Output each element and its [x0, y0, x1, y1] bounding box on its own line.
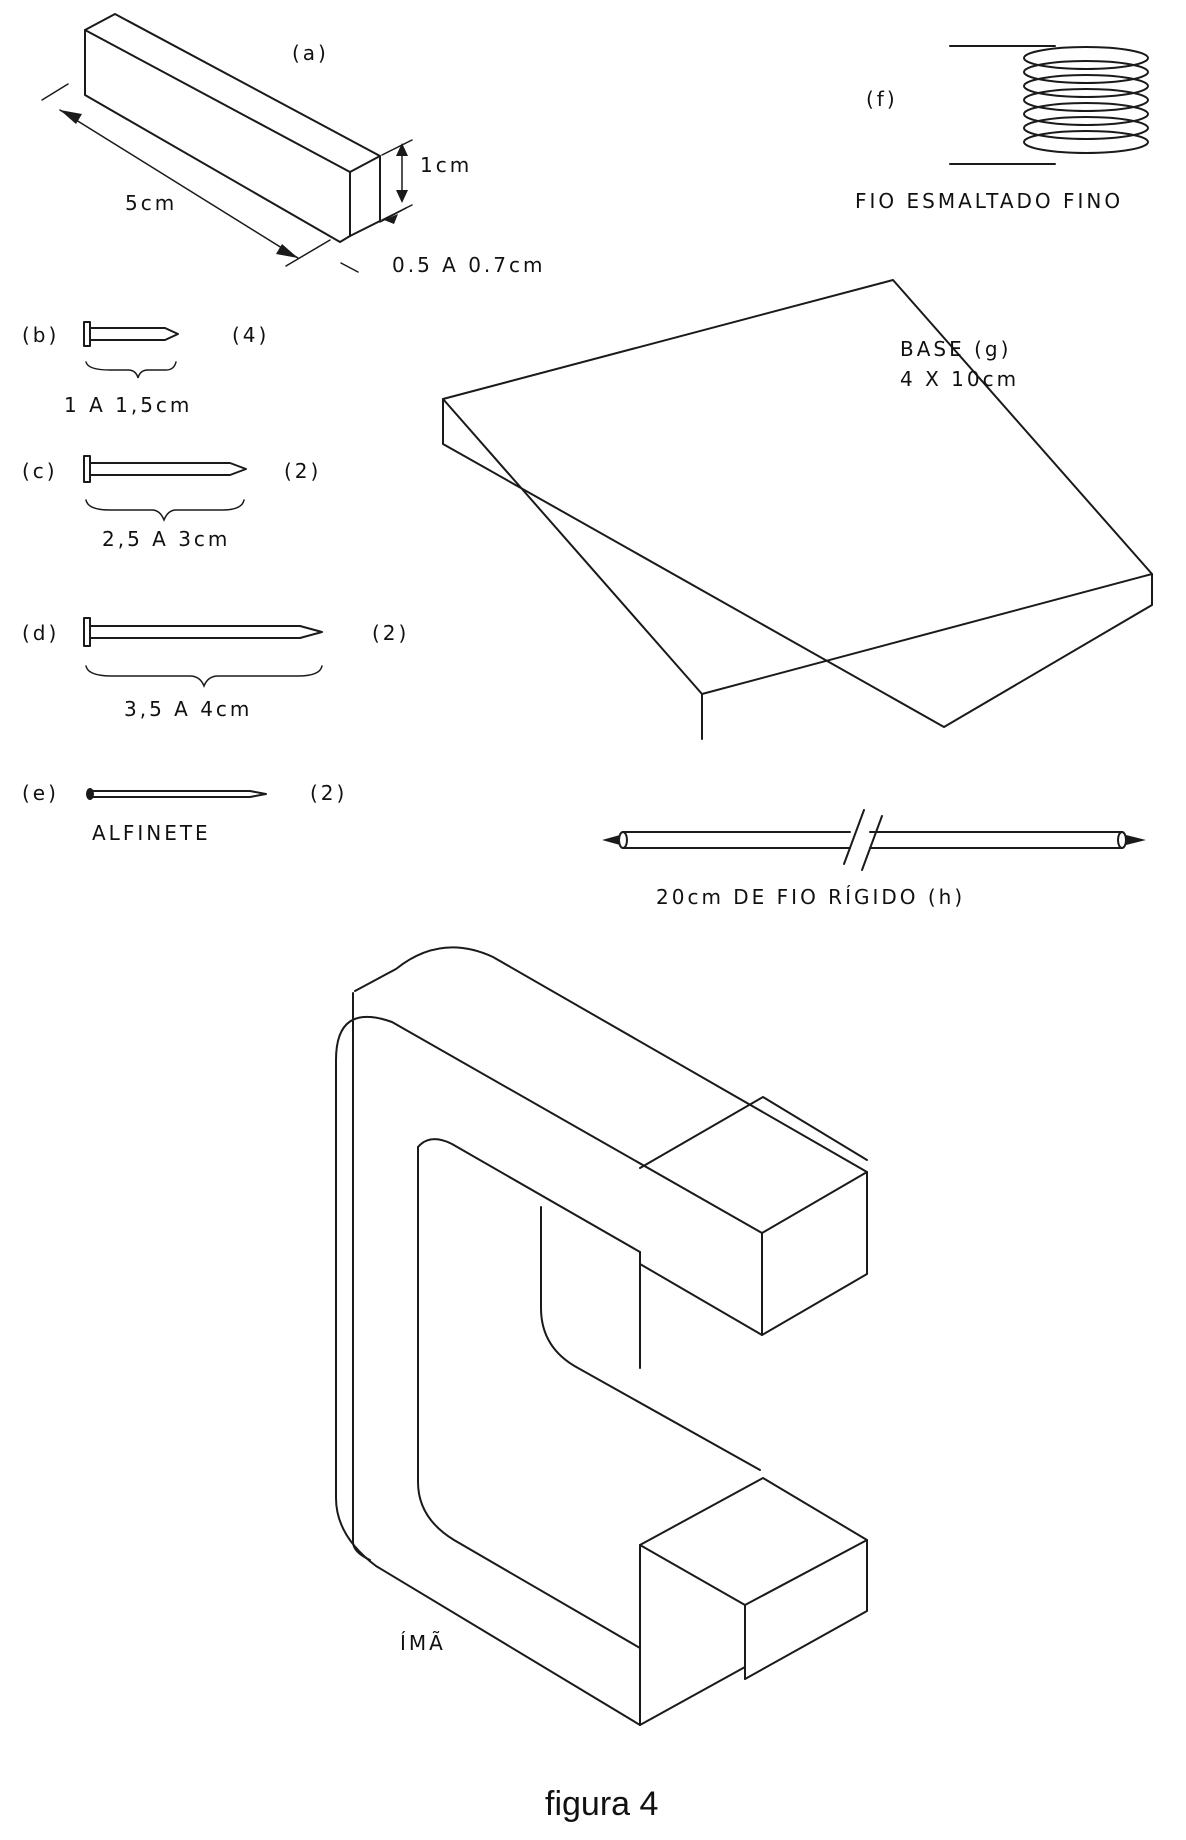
nail-b: [83, 321, 179, 379]
label-1cm: 1cm: [420, 153, 472, 177]
block-a: [84, 13, 381, 243]
label-b-quantity: (4): [232, 323, 269, 347]
figure-caption: figura 4: [545, 1785, 658, 1823]
label-magnet: ÍMÃ: [400, 1631, 446, 1655]
label-c: (c): [22, 459, 58, 483]
label-c-size: 2,5 A 3cm: [102, 527, 230, 551]
label-5cm: 5cm: [125, 191, 177, 215]
label-b: (b): [22, 323, 59, 347]
label-rigid-wire: 20cm DE FIO RÍGIDO (h): [656, 885, 965, 909]
label-a: (a): [292, 41, 329, 65]
nail-c: [83, 455, 247, 523]
base-board-g: [442, 279, 1153, 740]
pin-e: [86, 788, 267, 800]
label-base-size: 4 X 10cm: [900, 367, 1019, 391]
label-d-quantity: (2): [372, 621, 409, 645]
label-d-size: 3,5 A 4cm: [124, 697, 252, 721]
label-fine-enameled-wire: FIO ESMALTADO FINO: [855, 189, 1123, 213]
label-c-quantity: (2): [284, 459, 321, 483]
label-b-size: 1 A 1,5cm: [64, 393, 192, 417]
coil-f: [949, 45, 1149, 165]
rigid-wire-h: [602, 809, 1146, 871]
label-e: (e): [22, 781, 59, 805]
label-base: BASE (g): [900, 337, 1011, 361]
label-e-quantity: (2): [310, 781, 347, 805]
horseshoe-magnet: [335, 946, 868, 1726]
label-thickness: 0.5 A 0.7cm: [392, 253, 546, 277]
dimension-5cm: [41, 83, 331, 267]
dimension-1cm: [381, 139, 413, 221]
nail-d: [83, 617, 323, 689]
label-f: (f): [866, 87, 898, 111]
label-pin: ALFINETE: [92, 821, 211, 845]
label-d: (d): [22, 621, 59, 645]
dimension-thickness: [340, 207, 407, 273]
